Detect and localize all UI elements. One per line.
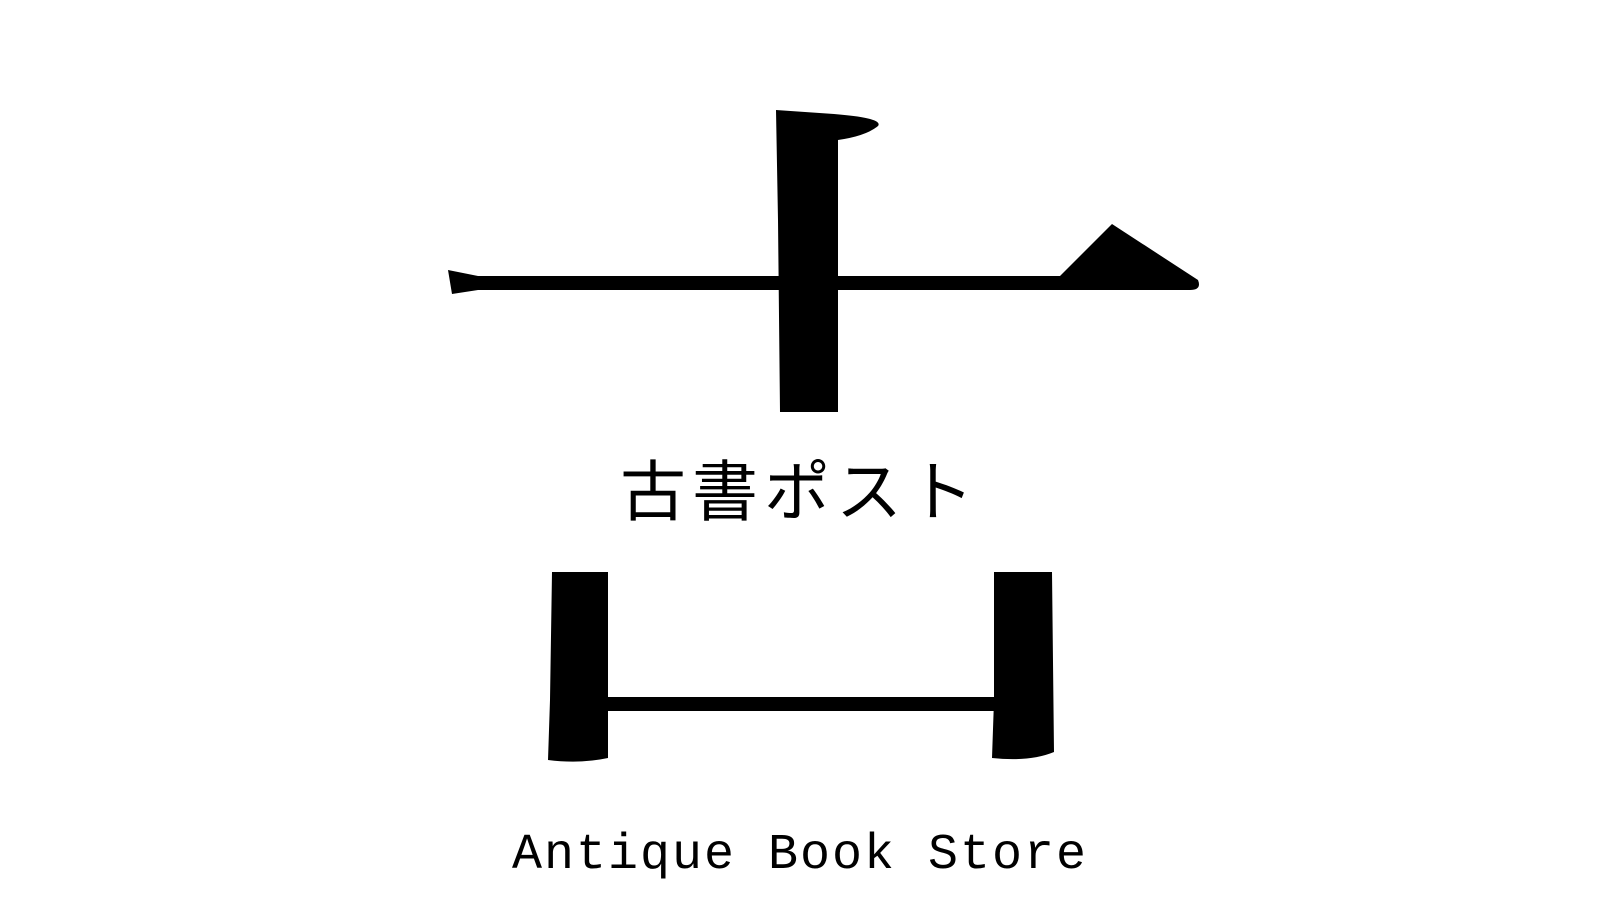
japanese-store-name: 古書ポスト	[620, 454, 980, 531]
kanji-box-bottom-bar	[608, 697, 996, 711]
kanji-horizontal-stroke	[448, 224, 1199, 294]
kanji-vertical-stroke	[776, 110, 879, 412]
kanji-box-right-post	[992, 572, 1054, 760]
kanji-box-left-post	[548, 572, 608, 762]
store-tagline: Antique Book Store	[511, 827, 1089, 884]
